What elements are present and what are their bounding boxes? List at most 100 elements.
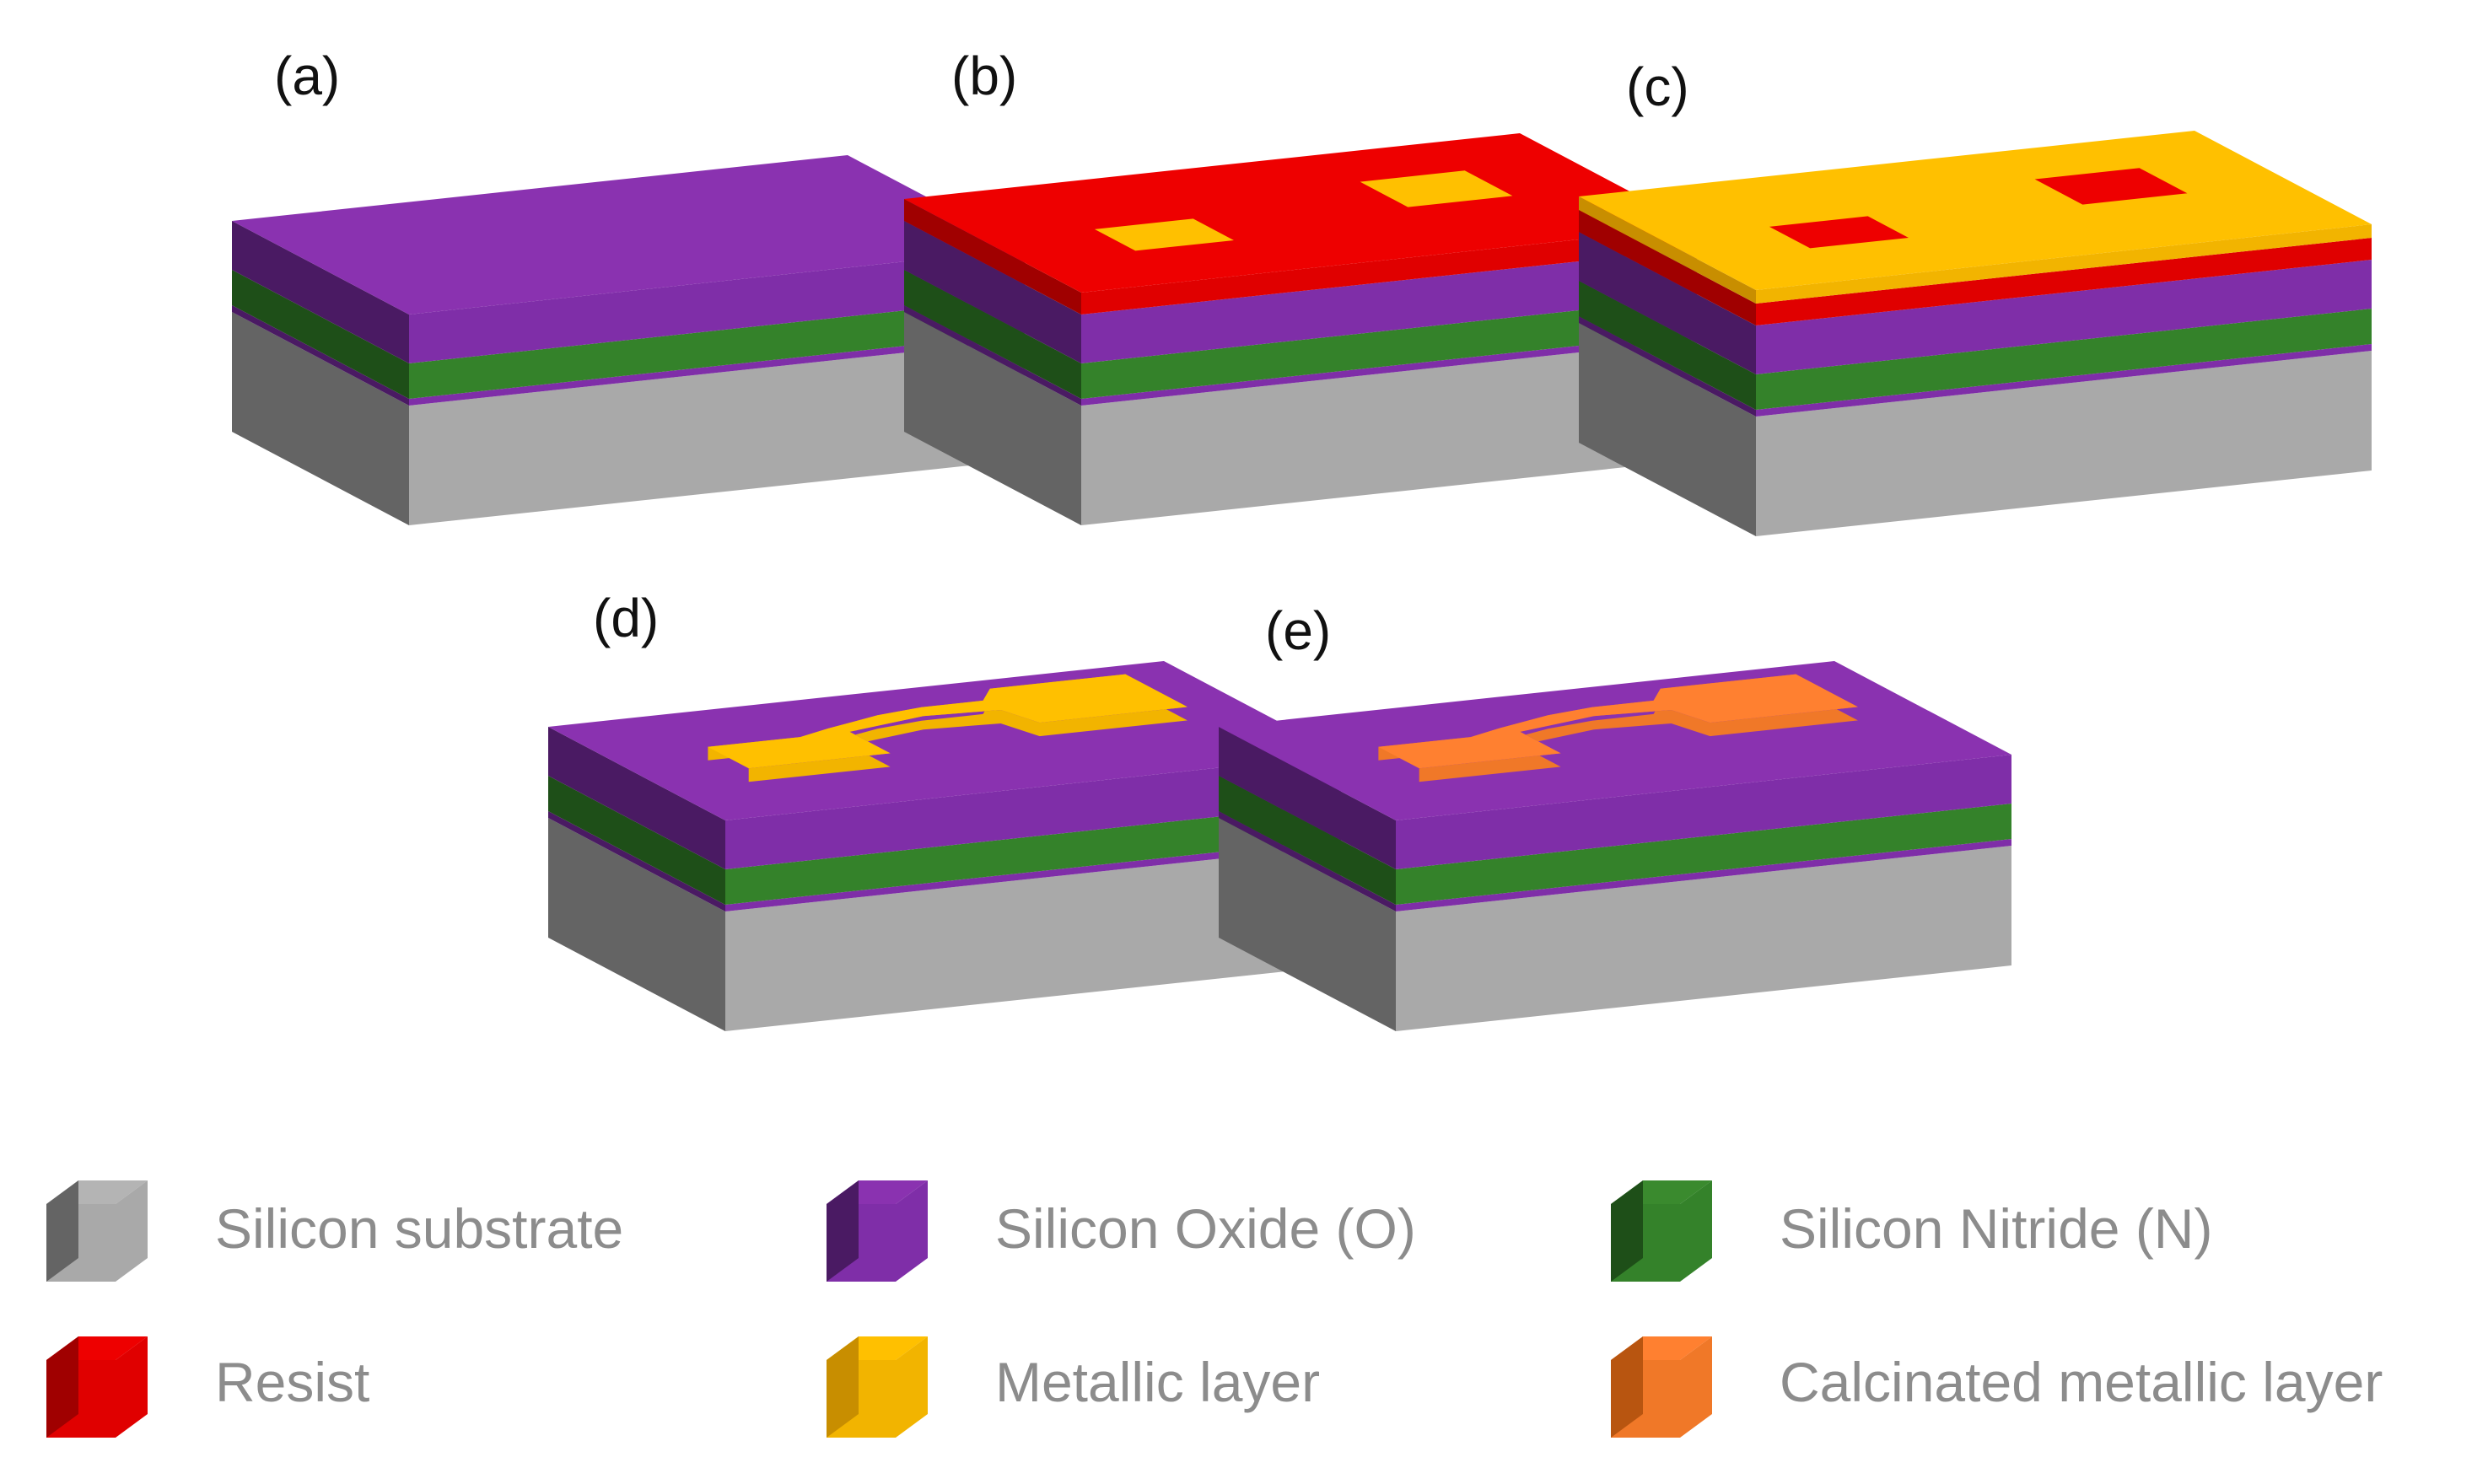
panel-c-layer4-left-face xyxy=(1579,210,1756,325)
legend-label-calcinated: Calcinated metallic layer xyxy=(1780,1351,2383,1413)
panel-c-label: (c) xyxy=(1626,56,1689,117)
panel-e-layer2-left-face xyxy=(1219,776,1396,905)
panel-d: (d) xyxy=(548,588,1341,1031)
panel-e-layer0-left-face xyxy=(1219,818,1396,1031)
panel-c-window-0 xyxy=(1769,216,1909,249)
panel-a-layer1-left-face xyxy=(232,305,409,406)
legend-cube-left-3 xyxy=(46,1336,78,1438)
panel-e-label: (e) xyxy=(1265,600,1331,661)
panel-d-layer2-left-face xyxy=(548,776,725,905)
panel-c-layer4-front-face xyxy=(1756,238,2372,325)
legend-cube-left-4 xyxy=(827,1336,859,1438)
panel-b-layer0-front-face xyxy=(1081,340,1697,525)
panel-c-layer0-left-face xyxy=(1579,323,1756,536)
panel-e-block xyxy=(1219,661,2011,1031)
panel-a-block xyxy=(232,155,1025,525)
legend-cube-right-4 xyxy=(896,1336,928,1438)
panel-d-layer0-left-face xyxy=(548,818,725,1031)
panel-b-window-1 xyxy=(1360,170,1513,207)
panel-c-layer0-front-face xyxy=(1756,351,2372,536)
panel-e-layer3-front-face xyxy=(1396,755,2011,869)
panel-b-layer3-front-face xyxy=(1081,249,1697,363)
panel-c: (c) xyxy=(1579,56,2372,536)
legend-item-oxide: Silicon Oxide (O) xyxy=(827,1180,1416,1282)
legend-cube-left-5 xyxy=(1611,1336,1643,1438)
panel-c-layer2-front-face xyxy=(1756,309,2372,410)
panel-d-block xyxy=(548,661,1341,1031)
legend-cube-right-1 xyxy=(896,1180,928,1282)
panel-c-layer3-front-face xyxy=(1756,260,2372,374)
legend-item-nitride: Silicon Nitride (N) xyxy=(1611,1180,2212,1282)
legend-cube-left-2 xyxy=(1611,1180,1643,1282)
panel-b-block xyxy=(904,133,1697,525)
legend-cube-left-1 xyxy=(827,1180,859,1282)
panel-c-block xyxy=(1579,131,2372,536)
legend-cube-left-0 xyxy=(46,1180,78,1282)
panel-c-layer1-front-face xyxy=(1756,344,2372,417)
panel-a: (a) xyxy=(232,46,1025,525)
panel-a-layer0-front-face xyxy=(409,340,1025,525)
panel-d-layer3-front-face xyxy=(725,755,1341,869)
panel-b-layer4-top-face xyxy=(904,133,1697,293)
legend-label-metal: Metallic layer xyxy=(995,1351,1320,1413)
panel-c-layer2-left-face xyxy=(1579,281,1756,410)
panel-b-layer2-front-face xyxy=(1081,298,1697,399)
legend-item-calcinated: Calcinated metallic layer xyxy=(1611,1336,2383,1438)
legend-cube-metal xyxy=(827,1336,928,1438)
panel-d-layer2-front-face xyxy=(725,804,1341,905)
panel-c-layer5-front-face xyxy=(1756,224,2372,304)
panel-b-layer2-left-face xyxy=(904,270,1081,399)
panel-a-layer3-front-face xyxy=(409,249,1025,363)
legend-label-resist: Resist xyxy=(215,1351,369,1413)
panel-b: (b) xyxy=(904,46,1697,525)
legend-label-nitride: Silicon Nitride (N) xyxy=(1780,1197,2212,1260)
legend: Silicon substrate Silicon Oxide (O) Sili… xyxy=(46,1180,2383,1438)
panel-c-window-1 xyxy=(2034,168,2188,205)
panel-d-label: (d) xyxy=(593,588,659,648)
panel-b-label: (b) xyxy=(951,46,1017,106)
panel-a-layer1-front-face xyxy=(409,333,1025,406)
panel-a-layer2-front-face xyxy=(409,298,1025,399)
legend-item-resist: Resist xyxy=(46,1336,369,1438)
panel-c-layer5-top-face xyxy=(1579,131,2372,290)
panel-a-label: (a) xyxy=(274,46,340,106)
panel-b-layer0-left-face xyxy=(904,312,1081,525)
panel-c-layer5-left-face xyxy=(1579,196,1756,304)
panel-b-window-0 xyxy=(1094,218,1234,251)
legend-cube-nitride xyxy=(1611,1180,1712,1282)
legend-item-substrate: Silicon substrate xyxy=(46,1180,623,1282)
legend-label-oxide: Silicon Oxide (O) xyxy=(995,1197,1416,1260)
legend-cube-right-2 xyxy=(1680,1180,1712,1282)
legend-cube-substrate xyxy=(46,1180,148,1282)
panel-a-layer0-left-face xyxy=(232,312,409,525)
panel-a-layer3-top-face xyxy=(232,155,1025,315)
panel-b-layer4-left-face xyxy=(904,199,1081,315)
panel-e-layer1-front-face xyxy=(1396,839,2011,911)
legend-item-metal: Metallic layer xyxy=(827,1336,1320,1438)
legend-cube-calcinated xyxy=(1611,1336,1712,1438)
panel-d-layer1-left-face xyxy=(548,811,725,911)
panel-e-layer3-left-face xyxy=(1219,727,1396,869)
panel-e-pattern-top xyxy=(1378,674,1858,769)
panel-d-layer0-front-face xyxy=(725,846,1341,1031)
panel-a-layer2-left-face xyxy=(232,270,409,399)
legend-cube-right-0 xyxy=(116,1180,148,1282)
panel-e-layer2-front-face xyxy=(1396,804,2011,905)
panel-e-layer1-left-face xyxy=(1219,811,1396,911)
panel-d-layer1-front-face xyxy=(725,839,1341,911)
panel-b-layer1-front-face xyxy=(1081,333,1697,406)
panel-c-layer1-left-face xyxy=(1579,316,1756,417)
panel-d-pattern-top xyxy=(708,674,1187,769)
panel-e-layer0-front-face xyxy=(1396,846,2011,1031)
panel-b-layer4-front-face xyxy=(1081,227,1697,315)
panel-b-layer3-left-face xyxy=(904,221,1081,363)
panel-e: (e) xyxy=(1219,600,2011,1031)
panel-c-layer3-left-face xyxy=(1579,232,1756,374)
legend-cube-right-5 xyxy=(1680,1336,1712,1438)
legend-cube-oxide xyxy=(827,1180,928,1282)
panel-d-layer3-left-face xyxy=(548,727,725,869)
panel-a-layer3-left-face xyxy=(232,221,409,363)
legend-cube-right-3 xyxy=(116,1336,148,1438)
legend-cube-resist xyxy=(46,1336,148,1438)
